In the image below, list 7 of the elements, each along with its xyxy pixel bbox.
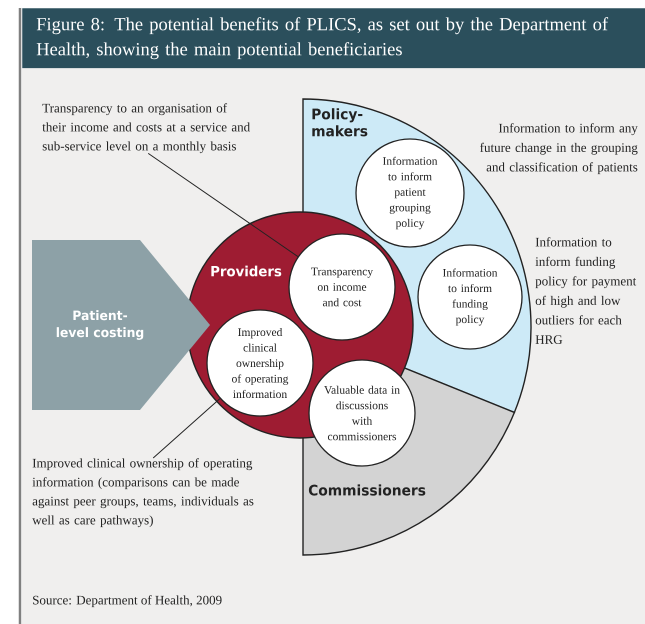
callout-text: Source: Department of Health, 2009 (33, 595, 222, 608)
callout-text: Transparency to an organisation of their income and costs at a service and sub-service level on a monthly basis (42, 103, 250, 154)
callout-text: Information to inform funding policy for payment of high and low outliers for each HRG (535, 237, 636, 344)
leader-line (152, 398, 220, 458)
callout-text: Improved clinical ownership of operating information (comparisons can be made against peer groups, teams, individuals as well as care pathways) (32, 458, 254, 528)
leader-line (148, 152, 298, 258)
title-bar: Figure 8: The potential benefits of PLICS, as set out by the Department of Health, showing the main potential beneficiaries (22, 8, 645, 68)
